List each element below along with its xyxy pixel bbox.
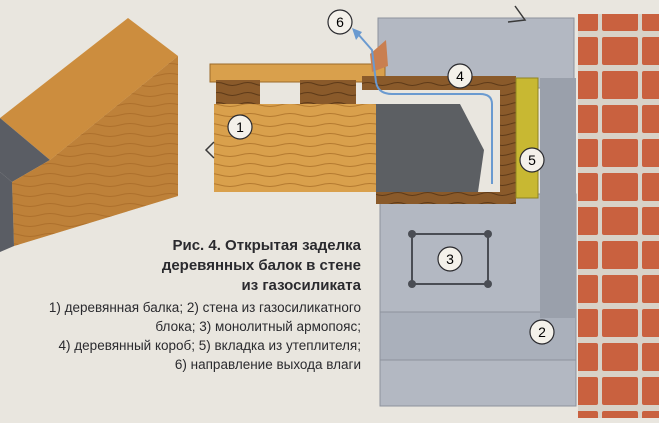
- svg-text:6: 6: [336, 14, 344, 30]
- beam-3d-illustration: [0, 18, 178, 252]
- gas-silicate-wall: [377, 5, 577, 407]
- wooden-box: [209, 40, 516, 204]
- callout-2: 2: [529, 319, 555, 345]
- legend-line: 6) направление выхода влаги: [174, 357, 361, 372]
- legend-line: 1) деревянная балка; 2) стена из газосил…: [48, 300, 361, 315]
- figure-caption: Рис. 4. Открытая заделка деревянных бало…: [0, 236, 361, 374]
- svg-text:2: 2: [538, 324, 546, 340]
- reinforced-belt: [408, 230, 492, 288]
- brick-wall: [578, 14, 659, 418]
- figure-title-line: Рис. 4. Открытая заделка: [172, 237, 361, 254]
- legend-line: 4) деревянный короб; 5) вкладка из утепл…: [58, 338, 361, 353]
- callout-5: 5: [519, 147, 545, 173]
- insulation-insert: [515, 77, 539, 199]
- svg-text:3: 3: [446, 251, 454, 267]
- figure-title: Рис. 4. Открытая заделка деревянных бало…: [0, 236, 361, 296]
- moisture-direction-arrow: [352, 28, 493, 184]
- callout-6: 6: [327, 9, 353, 35]
- callout-3: 3: [437, 246, 463, 272]
- callout-4: 4: [447, 63, 473, 89]
- legend-line: блока; 3) монолитный армопояс;: [155, 319, 361, 334]
- figure-title-line: деревянных балок в стене: [161, 257, 361, 274]
- figure-legend: 1) деревянная балка; 2) стена из газосил…: [0, 298, 361, 374]
- svg-text:1: 1: [236, 119, 244, 135]
- svg-text:5: 5: [528, 152, 536, 168]
- callout-1: 1: [227, 114, 253, 140]
- svg-text:4: 4: [456, 68, 464, 84]
- figure-title-line: из газосиликата: [241, 277, 361, 294]
